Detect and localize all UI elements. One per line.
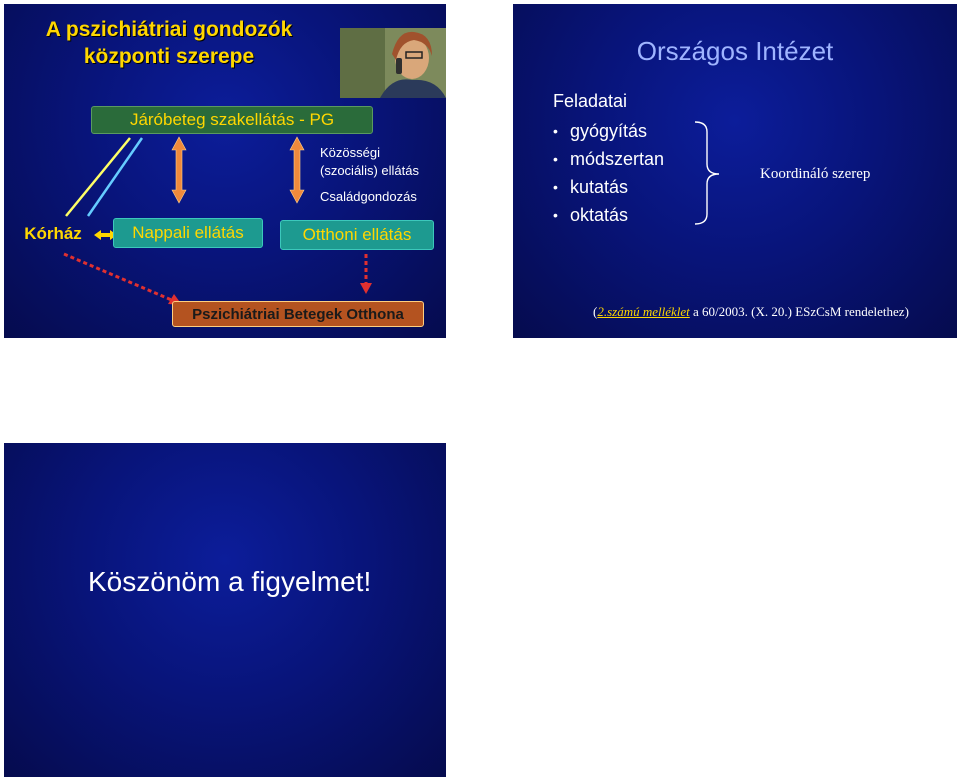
hospital-box: Kórház — [12, 220, 94, 248]
outpatient-label: Járóbeteg szakellátás - PG — [129, 110, 335, 129]
curly-brace-icon — [694, 121, 720, 225]
footnote-rest: a 60/2003. (X. 20.) ESzCsM rendelethez) — [689, 304, 909, 319]
slide-psychiatric-care: A pszichiátriai gondozók központi szerep… — [4, 4, 446, 338]
community-line-3: Családgondozás — [320, 189, 417, 204]
slide-national-institute: Országos Intézet Feladatai gyógyítás mód… — [513, 4, 957, 338]
nursing-home-box: Pszichiátriai Betegek Otthona — [172, 301, 424, 327]
footnote-open: ( — [593, 304, 598, 319]
day-care-label: Nappali ellátás — [132, 223, 244, 242]
community-line-1: Közösségi — [320, 145, 380, 160]
diagonal-arrow-yellow — [65, 137, 131, 217]
day-care-box: Nappali ellátás — [113, 218, 263, 248]
task-item: gyógyítás — [553, 117, 664, 145]
annex-link[interactable]: 2.számú melléklet — [597, 304, 690, 319]
community-line-2: (szociális) ellátás — [320, 163, 419, 178]
slide1-title: A pszichiátriai gondozók központi szerep… — [45, 18, 293, 68]
slide-thank-you: Köszönöm a figyelmet! — [4, 443, 446, 777]
tasks-heading: Feladatai — [553, 91, 628, 111]
dashed-arrow-to-home — [63, 252, 182, 305]
slide2-title: Országos Intézet — [636, 36, 834, 66]
diagram-arrows — [63, 136, 372, 305]
nursing-home-label: Pszichiátriai Betegek Otthona — [192, 305, 404, 323]
vertical-double-arrow-right — [289, 136, 305, 204]
dashed-arrow-down — [360, 254, 372, 294]
footnote: (2.számú melléklet a 60/2003. (X. 20.) E… — [593, 304, 909, 320]
tasks-list: gyógyítás módszertan kutatás oktatás — [553, 117, 664, 229]
woman-on-phone-photo — [340, 28, 446, 98]
task-item: módszertan — [553, 145, 664, 173]
vertical-double-arrow-left — [171, 136, 187, 204]
thank-you-message: Köszönöm a figyelmet! — [88, 566, 372, 597]
task-item: kutatás — [553, 173, 664, 201]
home-care-box: Otthoni ellátás — [280, 220, 434, 250]
home-care-label: Otthoni ellátás — [302, 225, 412, 244]
community-care-text: Közösségi (szociális) ellátás Családgond… — [320, 144, 419, 206]
hospital-label: Kórház — [24, 224, 82, 243]
task-item: oktatás — [553, 201, 664, 229]
horizontal-double-arrow — [94, 230, 117, 240]
outpatient-box: Járóbeteg szakellátás - PG — [91, 106, 373, 134]
coordinating-role: Koordináló szerep — [760, 166, 871, 182]
diagonal-arrow-blue — [86, 137, 144, 217]
